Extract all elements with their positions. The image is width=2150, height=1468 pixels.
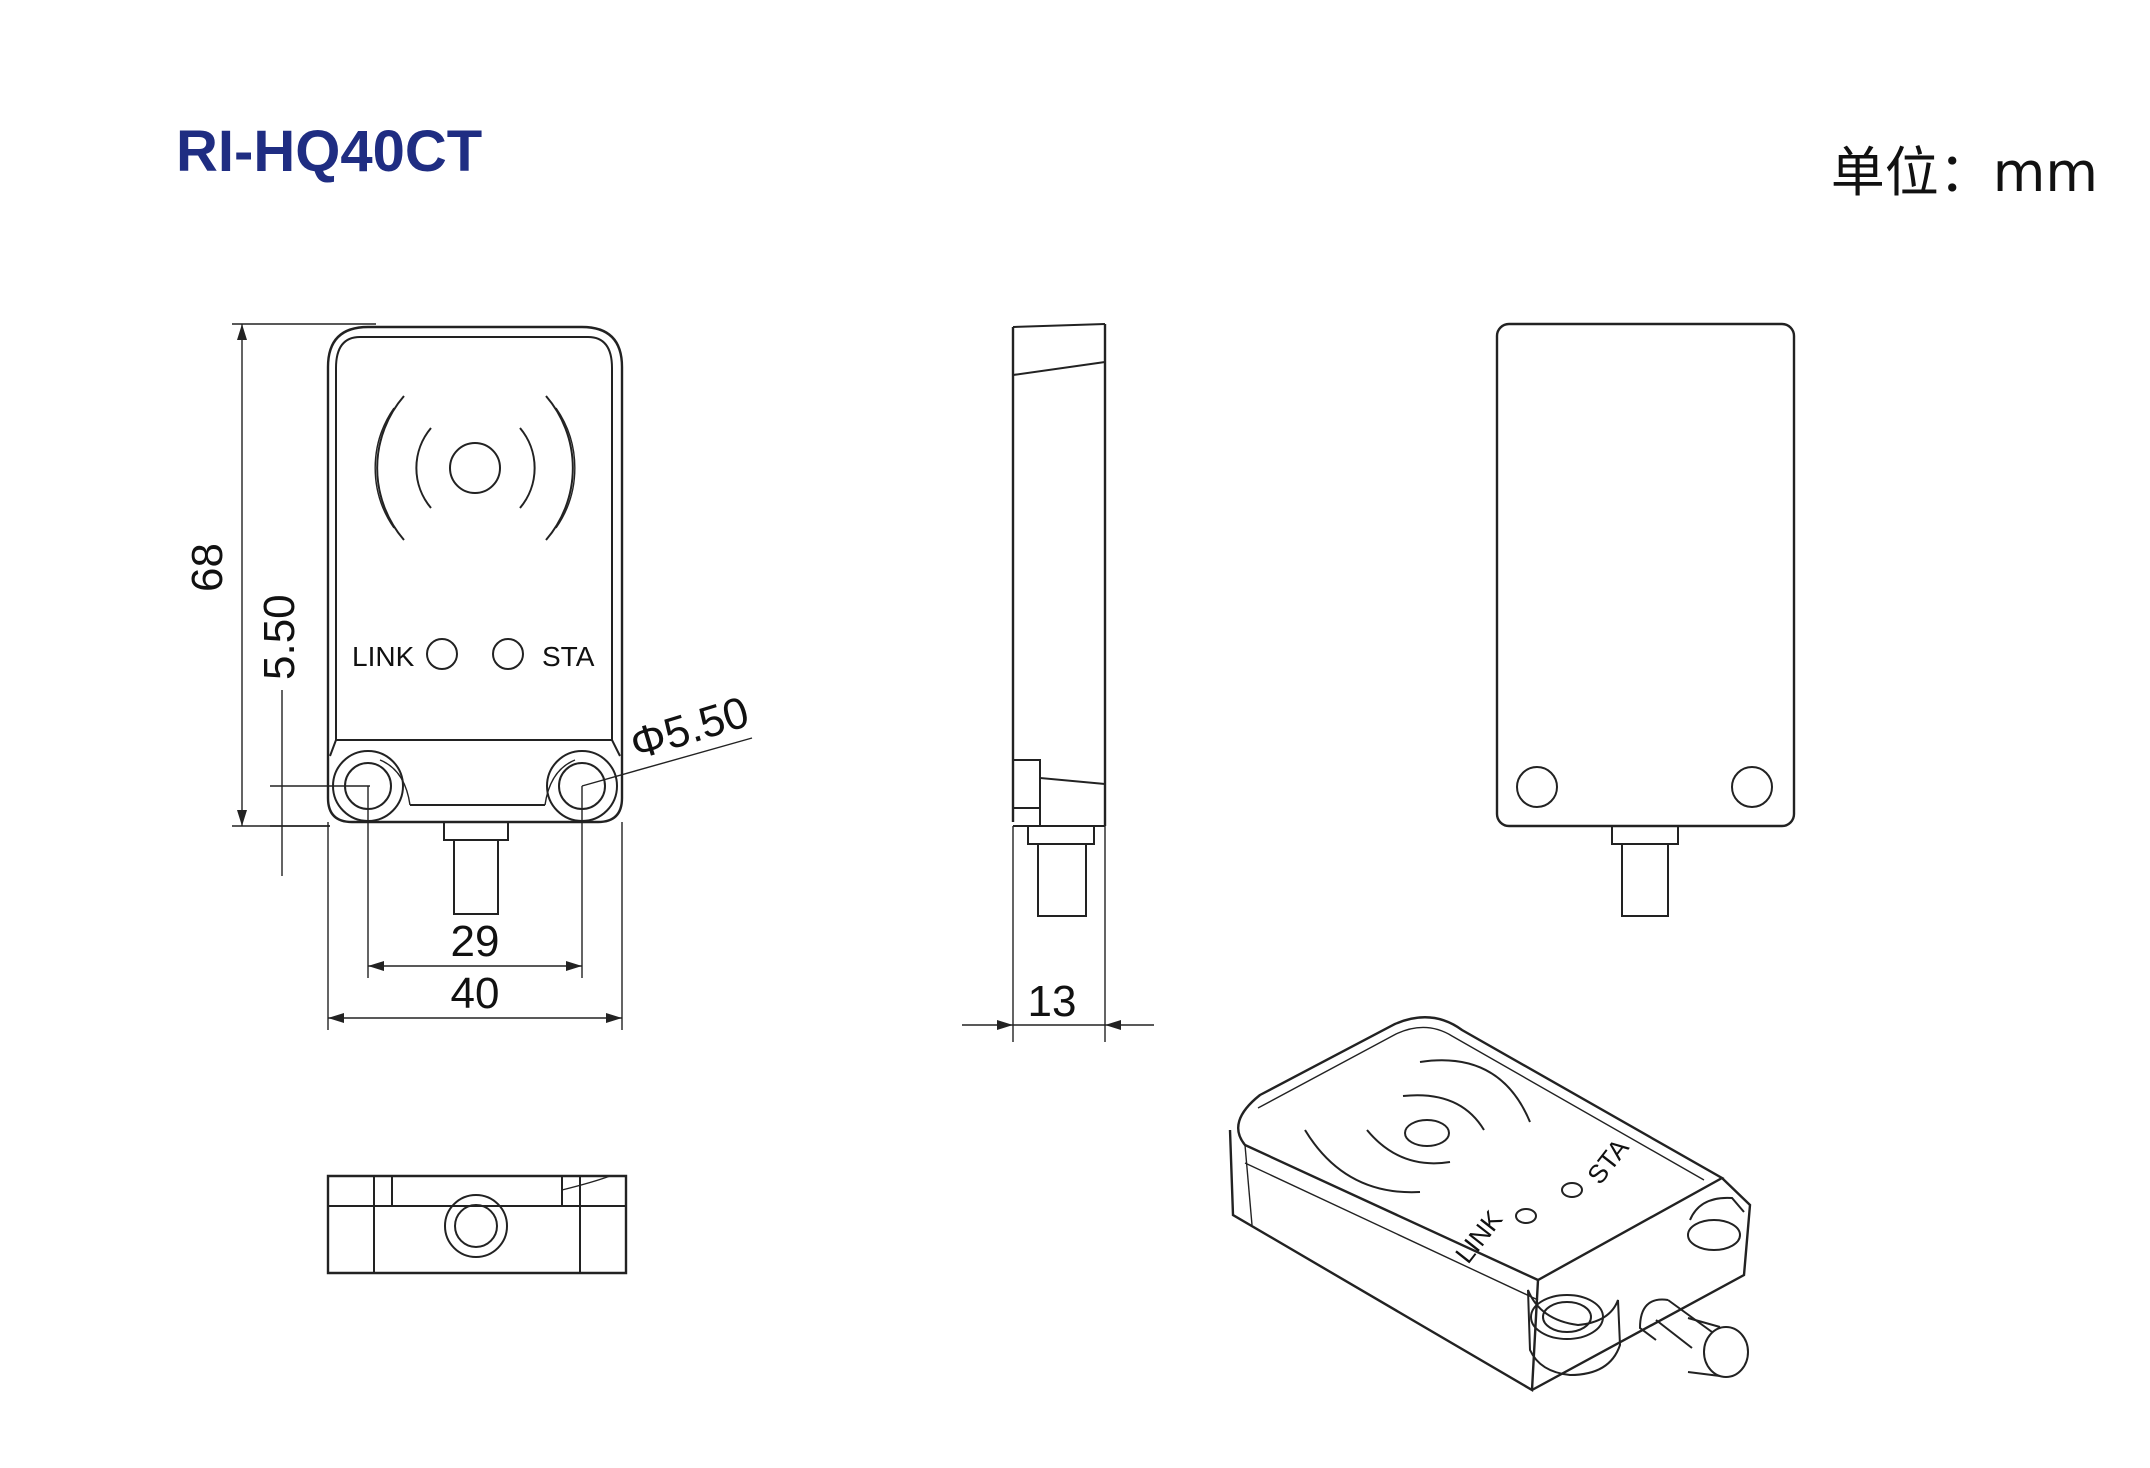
back-hole-right xyxy=(1731,766,1773,808)
bottom-hole-inner xyxy=(454,1204,498,1248)
side-cable-gland-base xyxy=(1027,825,1095,845)
back-cable-gland-base xyxy=(1611,825,1679,845)
iso-cable-gland-end xyxy=(1703,1326,1749,1378)
wave-right-outer-icon xyxy=(545,395,574,541)
iso-sta-led-icon xyxy=(1561,1182,1583,1198)
dim-height-label: 68 xyxy=(183,543,232,592)
unit-label: 单位：mm xyxy=(1830,141,2098,204)
side-view: 13 xyxy=(962,323,1154,1042)
back-body xyxy=(1495,322,1796,828)
side-cable-gland xyxy=(1037,843,1087,917)
iso-hole-back xyxy=(1687,1219,1741,1251)
iso-link-label: LINK xyxy=(1449,1204,1509,1269)
link-label: LINK xyxy=(352,641,415,672)
iso-link-led-icon xyxy=(1515,1208,1537,1224)
dim-hole-spacing-label: 29 xyxy=(451,917,500,966)
back-view xyxy=(1495,322,1796,917)
back-hole-left xyxy=(1516,766,1558,808)
front-view: LINK STA 68 5.50 Φ5.50 29 xyxy=(183,323,755,1030)
iso-hole-front-outer xyxy=(1530,1294,1604,1340)
dim-thickness-label: 13 xyxy=(1028,977,1077,1026)
iso-hole-front-inner xyxy=(1542,1301,1592,1333)
iso-signal-dot-icon xyxy=(1404,1119,1450,1147)
iso-sta-label: STA xyxy=(1581,1132,1635,1189)
cable-gland xyxy=(453,839,499,915)
sta-led-icon xyxy=(492,638,524,670)
dim-hole-offset-label: 5.50 xyxy=(255,594,304,680)
signal-dot-icon xyxy=(449,442,501,494)
back-cable-gland xyxy=(1621,843,1669,917)
wave-left-inner-icon xyxy=(415,427,432,509)
wave-right-inner-icon xyxy=(519,427,536,509)
link-led-icon xyxy=(426,638,458,670)
dim-hole-diameter-label: Φ5.50 xyxy=(625,687,755,769)
dim-width-label: 40 xyxy=(451,969,500,1018)
iso-wave-outer-left-icon xyxy=(1304,1129,1421,1194)
cable-gland-base xyxy=(443,821,509,841)
iso-wave-inner-right-icon xyxy=(1402,1094,1485,1131)
sta-label: STA xyxy=(542,641,595,672)
iso-wave-inner-left-icon xyxy=(1366,1129,1451,1165)
wave-left-outer-icon xyxy=(376,395,405,541)
iso-wave-outer-right-icon xyxy=(1419,1059,1531,1123)
page-title: RI-HQ40CT xyxy=(176,119,483,184)
iso-view: LINK STA xyxy=(1228,1016,1752,1393)
bottom-view xyxy=(326,1174,628,1275)
bottom-hole-outer xyxy=(444,1194,508,1258)
